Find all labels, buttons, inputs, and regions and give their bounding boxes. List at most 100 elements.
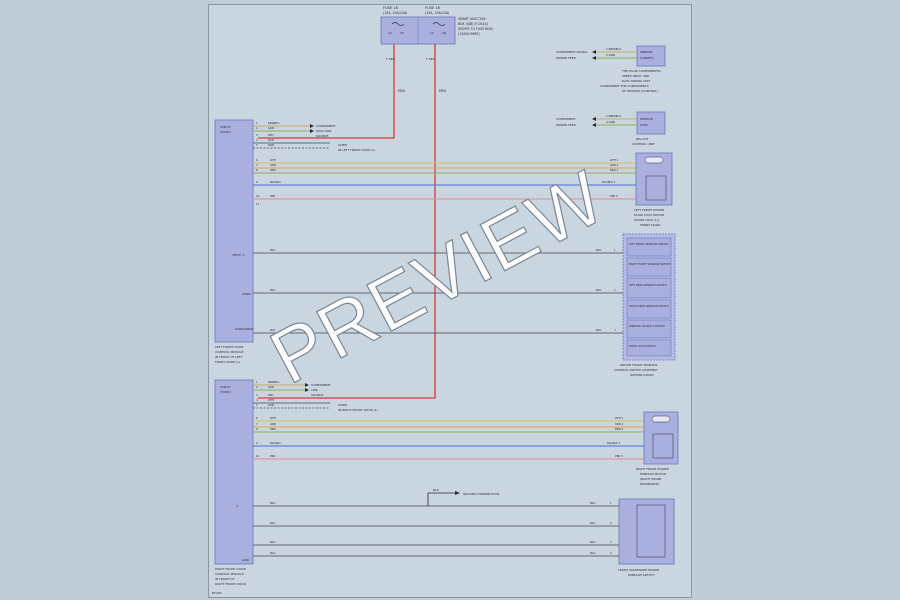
lm2-link-note-2: IN RIGHT FRONT DOOR (L) [338,408,378,412]
driver-window-switch-pack: LEFT FRONT WINDOW SWITCH RIGHT FRONT WIN… [253,233,676,377]
lm2-pin-1: 1 [256,380,258,384]
switch-pack-pin-1: 1 [614,248,616,252]
lm2-wire-label-4: WHT [268,398,275,402]
mid-right-left-label-1: COMPONENT [556,117,576,121]
top-right-caption-1: THE FALSE COMPONENTS, [621,69,661,73]
passenger-pin-4: 4 [610,551,612,555]
ground-branch-arrow [455,491,460,495]
left-front-door-module: SUB-IO (FUSE-) (WHT) 1 GND2 GND3/GND4 LE… [214,119,254,364]
dlm2-caption-1: RIGHT FRONT POWER [636,467,669,471]
lm2-wire-label-2: GRN [268,385,274,389]
lm1-bus-pin-4: 9 [256,180,258,184]
switch-pack-item-6 [626,339,672,357]
red-feed-wire-left-1 [258,44,395,139]
left-module-1-top-wires: 1 2 3 4 5 BRN/BLU GRN RED WHT GRN COMPON… [253,121,375,152]
lm1-link-note-2: IN LEFT FRONT DOOR (L) [338,148,375,152]
fuse-a-pin1: 12 [388,31,392,35]
switch-pack-caption-3: (DRIVER DOOR) [630,373,654,377]
switch-pack-label-3: LEFT REAR WINDOW SWITCH [629,283,667,287]
dlm2-caption-3: (RIGHT FRONT [640,477,662,481]
dlm1-caption-3: (DOOR LOCK (L)) [634,218,659,222]
mid-right-pin-2: 2 GRN [606,120,615,124]
switch-pack-item-4 [626,299,672,319]
lm1-bus-pin-5: 10 [256,194,260,198]
fuse-a-label: FUSE 18 [383,6,399,10]
lm2-pin-2: 2 [256,385,258,389]
left-module-1-header-2: (FUSE-) [220,130,231,134]
passenger-pin-2: 2 [610,521,612,525]
lm1-bus-label-3: BRN [270,168,276,172]
left-module-1-bus-wires: 6 7 8 9 10 11 WHT GRN BRN BLU/BLK PNK [253,158,636,206]
left-module-2-header-1: SUB-IO [220,385,231,389]
switch-pack-caption-1: DRIVER FRONT WINDOW [620,363,657,367]
door-lock-motor-1: WHT 1 GRN 2 BRN 3 BLU/BLK 4 PNK 5 LEFT F… [602,152,673,227]
mid-right-arrow-1 [592,117,596,121]
passenger-wire-label-r3: BLK [590,540,595,544]
left-module-2-caption-3: IN FRONT OF [215,577,235,581]
lm1-bus-label-5: PNK [270,194,276,198]
switch-pack-item-1 [626,237,672,257]
door-lock-motor-1-switch [645,175,667,201]
top-right-sensor-line2: (13BATT) [640,56,654,60]
top-right-pin-1: 1 BRN/BLU [606,47,621,51]
left-module-2-caption-2: CONTROL MODULE [215,572,244,576]
fuse-b-pin2: 18 [442,31,446,35]
lm1-bus-label-4: BLU/BLK [270,180,281,184]
left-module-2-caption-1: RIGHT FRONT DOOR [215,567,246,571]
lm2-arrow-label-1: COMPONENT [311,383,331,387]
right-front-door-module: SUB-IO (FUSE-) 4 GND RIGHT FRONT DOOR CO… [214,379,254,586]
dlm1-caption-2: DOOR LOCK MOTOR [634,213,664,217]
red-feed-wire-left-2 [258,44,436,399]
switch-pack-wire-label-1: BLK [270,248,275,252]
top-right-caption-5: OF DEVICES (CONTROL) [622,89,658,93]
passenger-pin-3: 3 [610,540,612,544]
switch-pack-pin-2: 2 [614,288,616,292]
sjb-caption-4: (13A00 BRKT) [458,32,480,36]
left-module-1-header-1: SUB-IO [220,125,231,129]
passenger-wire-label-3: BLK [270,540,275,544]
passenger-wire-label-2: BLK [270,521,275,525]
top-right-arrow-1 [592,50,596,54]
lm1-pin-2: 2 [256,126,258,130]
lm2-arrow-2 [305,388,309,392]
passenger-wire-label-r2: BLK [590,521,595,525]
lm2-wire-label-1: BRN/BLU [268,380,279,384]
switch-pack-label-5: WINDOW LOCKOUT SWITCH [629,324,665,328]
lm2-bus-pin-2: 7 [256,422,258,426]
dlm1-pin-5: PNK 5 [610,194,618,198]
lm2-pin-5: 5 [256,403,258,407]
dlm1-pin-3: BRN 3 [610,168,618,172]
switch-pack-wire-label-r1: BLK [596,248,601,252]
lm2-pin-4: 4 [256,398,258,402]
fuse-a-wire-label: T RED [385,57,396,61]
left-module-1-tag-3: GND3/GND4 [235,327,254,331]
lm1-pin-5: 5 [256,143,258,147]
mid-right-caption-1: RELAY/E [636,137,648,141]
door-lock-motor-2-switch [652,433,674,459]
sjb-caption-1: SMART JUNCTION [458,17,486,21]
lm1-bus-pin-6: 11 [256,202,260,206]
mid-right-module-line1: MODULE [640,117,653,121]
left-module-2-tag-2: GND [242,558,250,562]
door-lock-motor-2-symbol [651,415,671,423]
mid-right-left-label-2: POWER FEED [556,123,577,127]
left-module-1-caption-1: LEFT FRONT DOOR [215,345,243,349]
mid-right-module-box [636,111,666,135]
lm2-arrow-label-3: SOURCE [311,393,323,397]
fuse-b-rating: (15A, 10A/10A) [425,11,449,15]
top-right-caption-3: DATA WIRING UNIT [622,79,650,83]
switch-pack-item-5 [626,319,672,339]
switch-pack-item-2 [626,257,672,277]
top-right-sensor-line1: SENSOR [640,50,652,54]
top-right-caption-4: COMPONENT THE COMPONENTS [600,84,649,88]
lm2-bus-label-4: BLU/BLK [270,441,281,445]
dlm1-pin-1: WHT 1 [610,158,619,162]
lm2-bus-label-2: GRN [270,422,276,426]
lm2-bus-label-5: PNK [270,454,276,458]
switch-pack-pin-3: 3 [614,328,616,332]
dlm1-caption-4: FRONT DOOR [640,223,660,227]
dlm2-pin-1: WHT 1 [615,416,624,420]
lm1-wire-label-1: BRN/BLU [268,121,279,125]
lm2-wire-label-5: GRN [268,403,274,407]
